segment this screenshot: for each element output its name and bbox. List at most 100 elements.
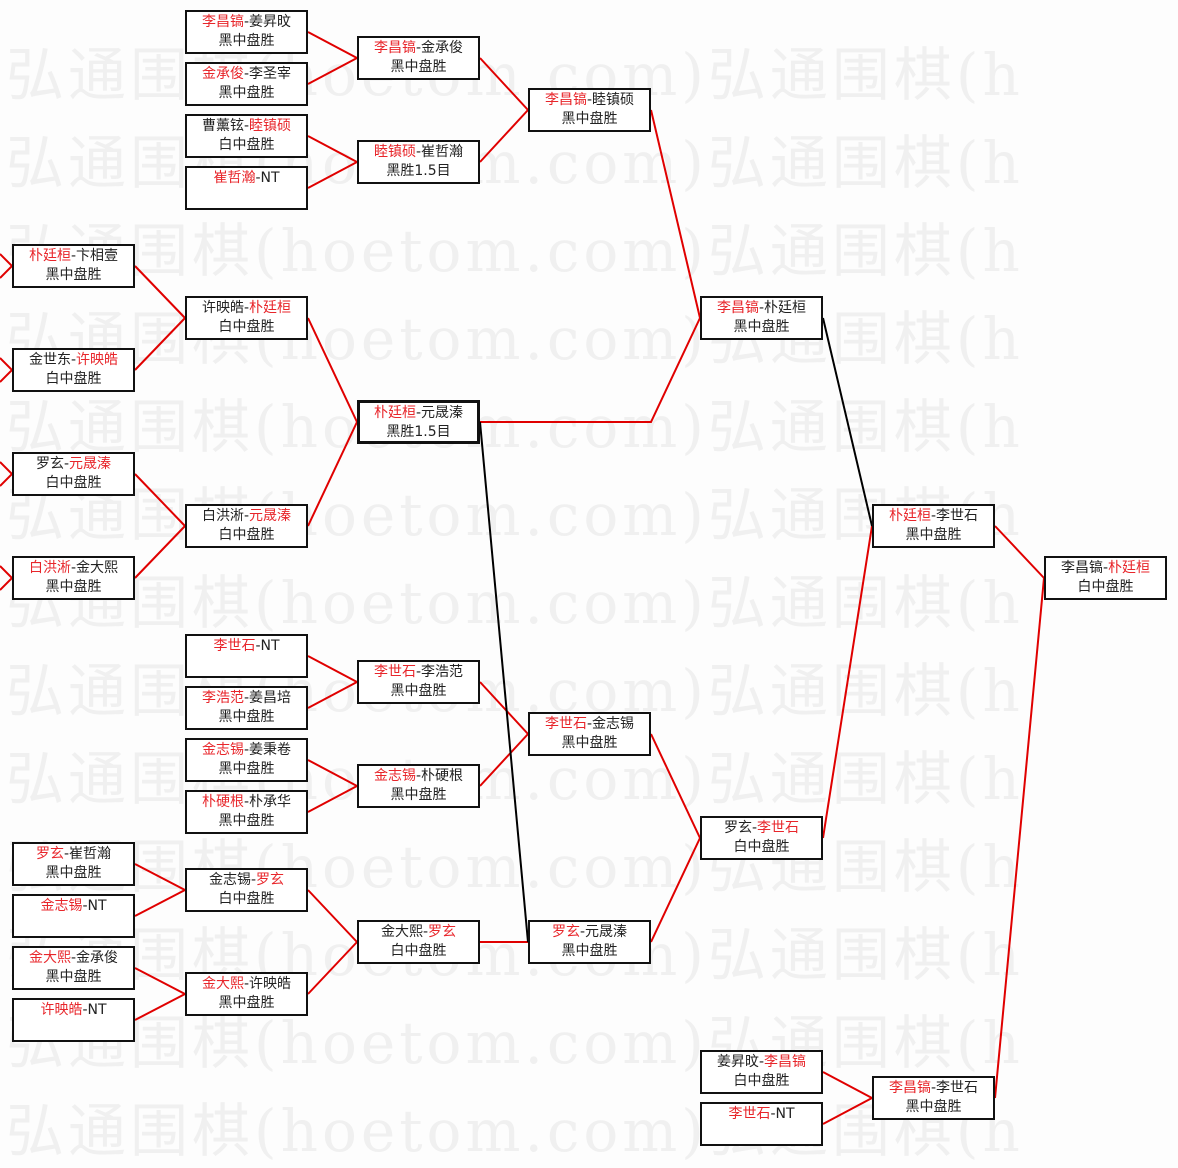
- match-box: 李昌镐-睦镇硕黑中盘胜: [528, 88, 651, 132]
- player-1: 李昌镐: [716, 300, 759, 316]
- winner-connector: [134, 889, 186, 917]
- match-players: 白洪淅-金大熙: [14, 559, 133, 578]
- player-2: 姜昌培: [249, 690, 292, 706]
- player-1: 金大熙: [28, 950, 71, 966]
- player-2: NT: [260, 170, 280, 186]
- player-2: 罗玄: [256, 872, 285, 888]
- winner-connector: [650, 837, 701, 943]
- player-1: 朴廷桓: [28, 248, 71, 264]
- match-result: 白中盘胜: [45, 475, 102, 491]
- winner-connector: [134, 317, 186, 371]
- match-box: 李昌镐-李世石黑中盘胜: [872, 1076, 995, 1120]
- winner-connector: [134, 967, 186, 995]
- player-2: 金志锡: [592, 716, 635, 732]
- match-players: 金世东-许映皓: [14, 351, 133, 370]
- player-1: 李昌镐: [1060, 560, 1103, 576]
- player-2: 崔哲瀚: [69, 846, 112, 862]
- player-2: 朴廷桓: [249, 300, 292, 316]
- winner-connector: [307, 161, 358, 189]
- separator: -: [255, 170, 261, 186]
- match-box: 朴廷桓-卞相壹黑中盘胜: [12, 244, 135, 288]
- player-2: 朴承华: [249, 794, 292, 810]
- player-2: 元晟溱: [585, 924, 628, 940]
- winner-connector: [307, 135, 358, 163]
- match-box: 李浩范-姜昌培黑中盘胜: [185, 686, 308, 730]
- match-box: 金志锡-朴硬根黑中盘胜: [357, 764, 480, 808]
- player-1: 李昌镐: [201, 14, 244, 30]
- player-2: 金承俊: [76, 950, 119, 966]
- separator: -: [63, 456, 70, 472]
- match-result: 白中盘胜: [733, 1073, 790, 1089]
- match-players: 金大熙-金承俊: [14, 949, 133, 968]
- match-result: 黑中盘胜: [733, 319, 790, 335]
- match-box: 朴廷桓-元晟溱黑胜1.5目: [357, 400, 480, 444]
- match-box: 李世石-NT: [700, 1102, 823, 1146]
- match-box: 姜昇旼-李昌镐白中盘胜: [700, 1050, 823, 1094]
- player-2: 许映皓: [76, 352, 119, 368]
- separator: -: [250, 872, 257, 888]
- match-box: 李世石-李浩范黑中盘胜: [357, 660, 480, 704]
- match-players: 罗玄-李世石: [702, 819, 821, 838]
- match-players: 姜昇旼-李昌镐: [702, 1053, 821, 1072]
- match-result: 黑中盘胜: [390, 787, 447, 803]
- match-players: 李昌镐-姜昇旼: [187, 13, 306, 32]
- player-1: 睦镇硕: [373, 144, 416, 160]
- match-box: 罗玄-元晟溱白中盘胜: [12, 452, 135, 496]
- match-box: 白洪淅-元晟溱白中盘胜: [185, 504, 308, 548]
- match-result: 白中盘胜: [1077, 579, 1134, 595]
- loser-connector: [822, 317, 873, 527]
- player-1: 白洪淅: [28, 560, 71, 576]
- match-result: 黑中盘胜: [218, 33, 275, 49]
- player-1: 金大熙: [380, 924, 423, 940]
- match-box: 金大熙-金承俊黑中盘胜: [12, 946, 135, 990]
- separator: -: [243, 742, 250, 758]
- player-1: 崔哲瀚: [213, 170, 256, 186]
- match-box: 朴硬根-朴承华黑中盘胜: [185, 790, 308, 834]
- match-result: 白中盘胜: [218, 137, 275, 153]
- match-players: 李昌镐-李世石: [874, 1079, 993, 1098]
- match-result: 黑中盘胜: [218, 85, 275, 101]
- player-2: NT: [260, 638, 280, 654]
- separator: -: [243, 300, 250, 316]
- match-players: 金承俊-李圣宰: [187, 65, 306, 84]
- player-1: 李世石: [544, 716, 587, 732]
- match-box: 许映皓-朴廷桓白中盘胜: [185, 296, 308, 340]
- separator: -: [415, 144, 422, 160]
- winner-connector: [480, 317, 701, 423]
- loser-connector: [479, 421, 529, 943]
- player-2: 朴硬根: [421, 768, 464, 784]
- player-1: 罗玄: [551, 924, 580, 940]
- player-1: 罗玄: [723, 820, 752, 836]
- incoming-connector: [0, 461, 14, 487]
- match-box: 许映皓-NT: [12, 998, 135, 1042]
- winner-connector: [994, 577, 1045, 1099]
- separator: -: [243, 14, 250, 30]
- separator: -: [586, 716, 593, 732]
- player-1: 朴廷桓: [888, 508, 931, 524]
- match-result: 白中盘胜: [218, 527, 275, 543]
- player-2: 元晟溱: [421, 405, 464, 421]
- player-2: 崔哲瀚: [421, 144, 464, 160]
- player-1: 金承俊: [201, 66, 244, 82]
- separator: -: [243, 508, 250, 524]
- match-players: 李世石-金志锡: [530, 715, 649, 734]
- match-box: 李昌镐-金承俊黑中盘胜: [357, 36, 480, 80]
- winner-connector: [134, 993, 186, 1021]
- match-result: 黑中盘胜: [561, 735, 618, 751]
- separator: -: [422, 924, 429, 940]
- winner-connector: [479, 57, 529, 111]
- match-players: 睦镇硕-崔哲瀚: [359, 143, 478, 162]
- separator: -: [586, 92, 593, 108]
- match-box: 罗玄-崔哲瀚黑中盘胜: [12, 842, 135, 886]
- player-2: 睦镇硕: [592, 92, 635, 108]
- match-players: 朴廷桓-元晟溱: [360, 404, 477, 423]
- match-result: 黑中盘胜: [390, 683, 447, 699]
- winner-connector: [479, 109, 529, 163]
- player-1: 李世石: [373, 664, 416, 680]
- winner-connector: [134, 525, 186, 579]
- match-players: 罗玄-元晟溱: [14, 455, 133, 474]
- player-1: 李浩范: [201, 690, 244, 706]
- winner-connector: [134, 863, 186, 891]
- winner-connector: [479, 681, 529, 735]
- separator: -: [751, 820, 758, 836]
